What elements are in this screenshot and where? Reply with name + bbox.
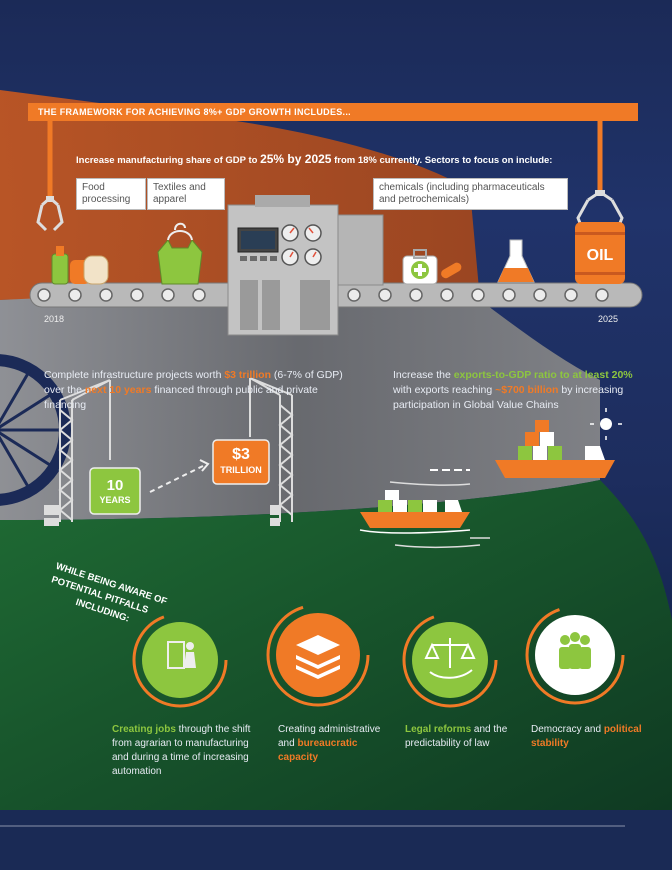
exports-text-part: with exports reaching	[393, 384, 496, 396]
conveyor-roller	[409, 288, 423, 302]
mfg-text-part: Increase manufacturing share of GDP to	[76, 155, 261, 166]
job-shift-icon	[167, 641, 196, 669]
framework-banner: THE FRAMEWORK FOR ACHIEVING 8%+ GDP GROW…	[28, 103, 638, 121]
conveyor-roller	[68, 288, 82, 302]
sector-label-food: Food processing	[76, 178, 146, 210]
conveyor-roller	[130, 288, 144, 302]
pitfall-legal-highlight: Legal reforms	[405, 724, 472, 735]
conveyor-roller	[502, 288, 516, 302]
sector-label-chemicals: chemicals (including pharmaceuticals and…	[373, 178, 568, 210]
pitfall-admin-highlight: bureaucratic capacity	[278, 738, 358, 763]
ten-years-sign: 10 YEARS	[90, 478, 140, 506]
conveyor-roller	[471, 288, 485, 302]
pitfall-admin-text: Creating administrative and	[278, 724, 381, 749]
infra-period: next 10 years	[84, 384, 152, 396]
infra-text-part: Complete infrastructure projects worth	[44, 369, 225, 381]
mfg-target: 25% by 2025	[260, 152, 332, 166]
conveyor-roller	[440, 288, 454, 302]
exports-amount: ~$700 billion	[495, 384, 559, 396]
three-trillion-sign: $3 TRILLION	[213, 446, 269, 476]
money-number: $3	[232, 446, 250, 463]
exports-ratio: exports-to-GDP ratio to at least 20%	[453, 369, 633, 381]
infrastructure-text: Complete infrastructure projects worth $…	[44, 368, 344, 413]
conveyor-roller	[564, 288, 578, 302]
pitfall-democracy: Democracy and political stability	[531, 723, 646, 751]
exports-text: Increase the exports-to-GDP ratio to at …	[393, 368, 638, 413]
pitfall-jobs: Creating jobs through the shift from agr…	[112, 723, 262, 779]
conveyor-roller	[533, 288, 547, 302]
year-start: 2018	[44, 314, 65, 324]
oil-label: OIL	[586, 247, 614, 264]
sector-label-textiles: Textiles and apparel	[147, 178, 225, 210]
exports-text-part: Increase the	[393, 369, 454, 381]
conveyor-roller	[99, 288, 113, 302]
infra-text-part: (6-7% of GDP) over the	[44, 369, 343, 396]
years-number: 10	[106, 477, 124, 494]
conveyor-roller	[347, 288, 361, 302]
year-end: 2025	[598, 314, 619, 324]
infra-amount: $3 trillion	[224, 369, 272, 381]
pitfall-democracy-text: Democracy and	[531, 724, 604, 735]
money-word: TRILLION	[220, 465, 262, 475]
infra-text-part: financed through public and private fina…	[44, 384, 318, 411]
pitfall-legal-text: and the predictability of law	[405, 724, 508, 749]
conveyor-roller	[192, 288, 206, 302]
years-word: YEARS	[99, 495, 131, 505]
pitfall-democracy-highlight: political stability	[531, 724, 642, 749]
pitfall-legal: Legal reforms and the predictability of …	[405, 723, 515, 751]
pitfall-admin: Creating administrative and bureaucratic…	[278, 723, 393, 765]
conveyor-roller	[595, 288, 609, 302]
pitfall-jobs-highlight: Creating jobs	[112, 724, 176, 735]
exports-text-part: by increasing participation in Global Va…	[393, 384, 624, 411]
manufacturing-text: Increase manufacturing share of GDP to 2…	[76, 152, 636, 166]
conveyor-roller	[161, 288, 175, 302]
conveyor-roller	[378, 288, 392, 302]
pitfall-jobs-text: through the shift from agrarian to manuf…	[112, 724, 251, 777]
conveyor-roller	[37, 288, 51, 302]
mfg-text-part: from 18% currently. Sectors to focus on …	[331, 155, 553, 166]
